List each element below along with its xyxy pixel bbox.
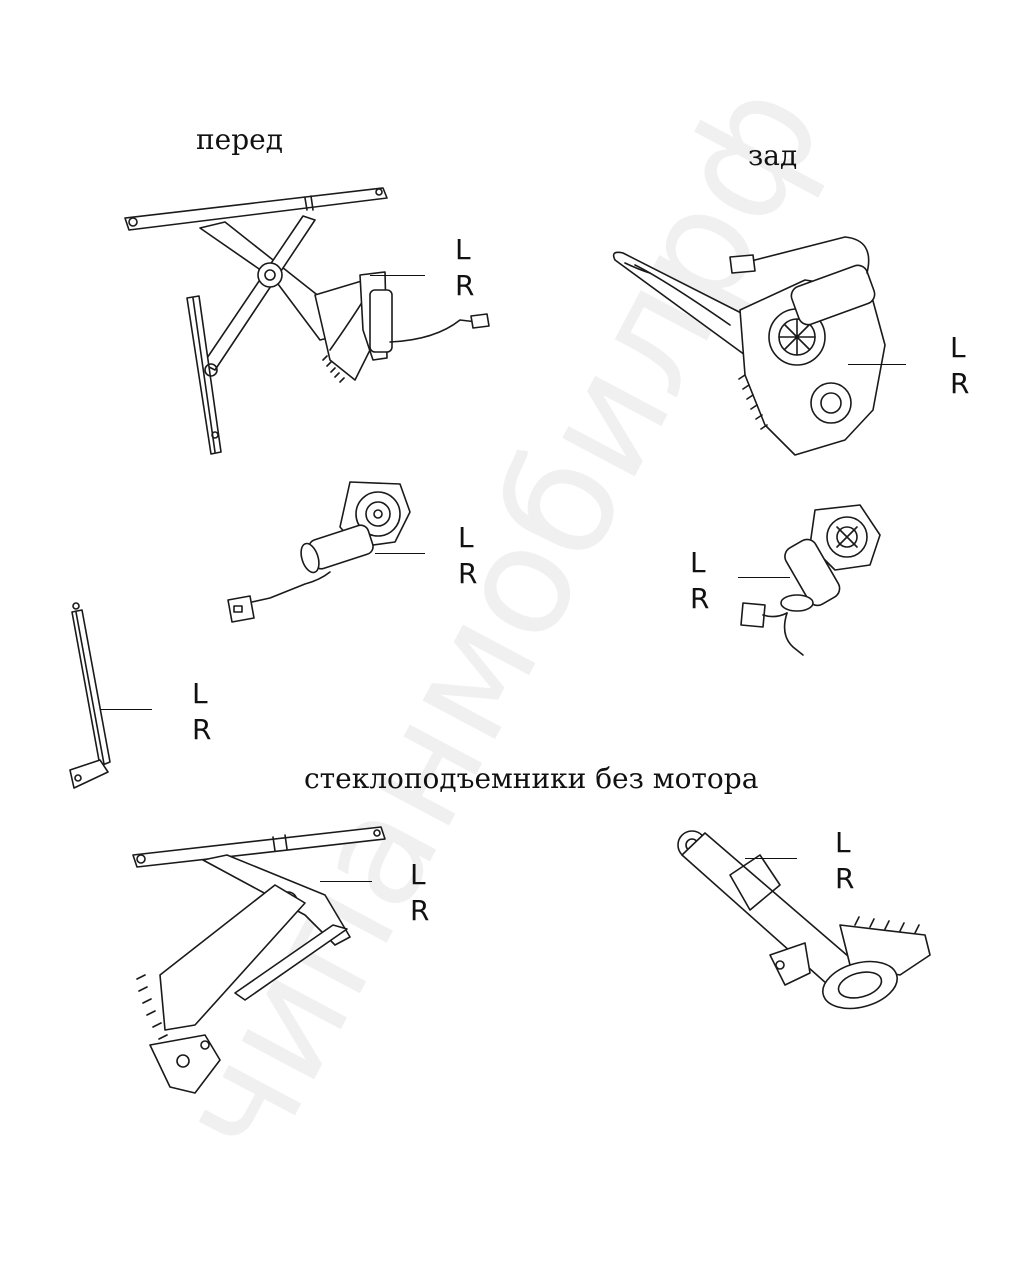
front-window-regulator-with-motor[interactable]: [115, 180, 505, 470]
front-window-motor[interactable]: [210, 472, 420, 637]
rear-window-motor[interactable]: [725, 495, 895, 665]
rear-window-regulator-without-motor[interactable]: [670, 825, 940, 1020]
heading-front: перед: [196, 123, 283, 156]
side-right-label: R: [410, 894, 430, 927]
leader-guide-rail: [100, 709, 152, 710]
side-left-label: L: [410, 858, 426, 891]
leader-front-motor: [375, 553, 425, 554]
lr-front-regulator: L R: [455, 232, 474, 304]
lr-guide-rail: L R: [192, 676, 211, 748]
side-right-label: R: [192, 713, 212, 746]
leader-rear-motor: [738, 577, 790, 578]
side-right-label: R: [690, 582, 710, 615]
leader-rear-regulator: [848, 364, 906, 365]
leader-front-regulator: [370, 275, 425, 276]
lr-rear-no-motor: L R: [835, 825, 854, 897]
front-window-regulator-without-motor[interactable]: [125, 825, 395, 1105]
heading-rear: зад: [748, 139, 798, 172]
side-left-label: L: [458, 521, 474, 554]
lr-front-motor: L R: [458, 520, 477, 592]
lr-rear-regulator: L R: [950, 330, 969, 402]
lr-front-no-motor: L R: [410, 857, 429, 929]
side-left-label: L: [950, 331, 966, 364]
side-right-label: R: [455, 269, 475, 302]
side-left-label: L: [690, 546, 706, 579]
door-glass-guide-rail[interactable]: [60, 600, 120, 795]
heading-no-motor: стеклоподъемники без мотора: [304, 762, 759, 795]
side-right-label: R: [835, 862, 855, 895]
side-left-label: L: [835, 826, 851, 859]
side-right-label: R: [458, 557, 478, 590]
leader-front-no-motor: [320, 881, 372, 882]
lr-rear-motor: L R: [690, 545, 709, 617]
side-left-label: L: [455, 233, 471, 266]
rear-window-regulator-with-motor[interactable]: [605, 225, 905, 465]
side-left-label: L: [192, 677, 208, 710]
leader-rear-no-motor: [745, 858, 797, 859]
side-right-label: R: [950, 367, 970, 400]
